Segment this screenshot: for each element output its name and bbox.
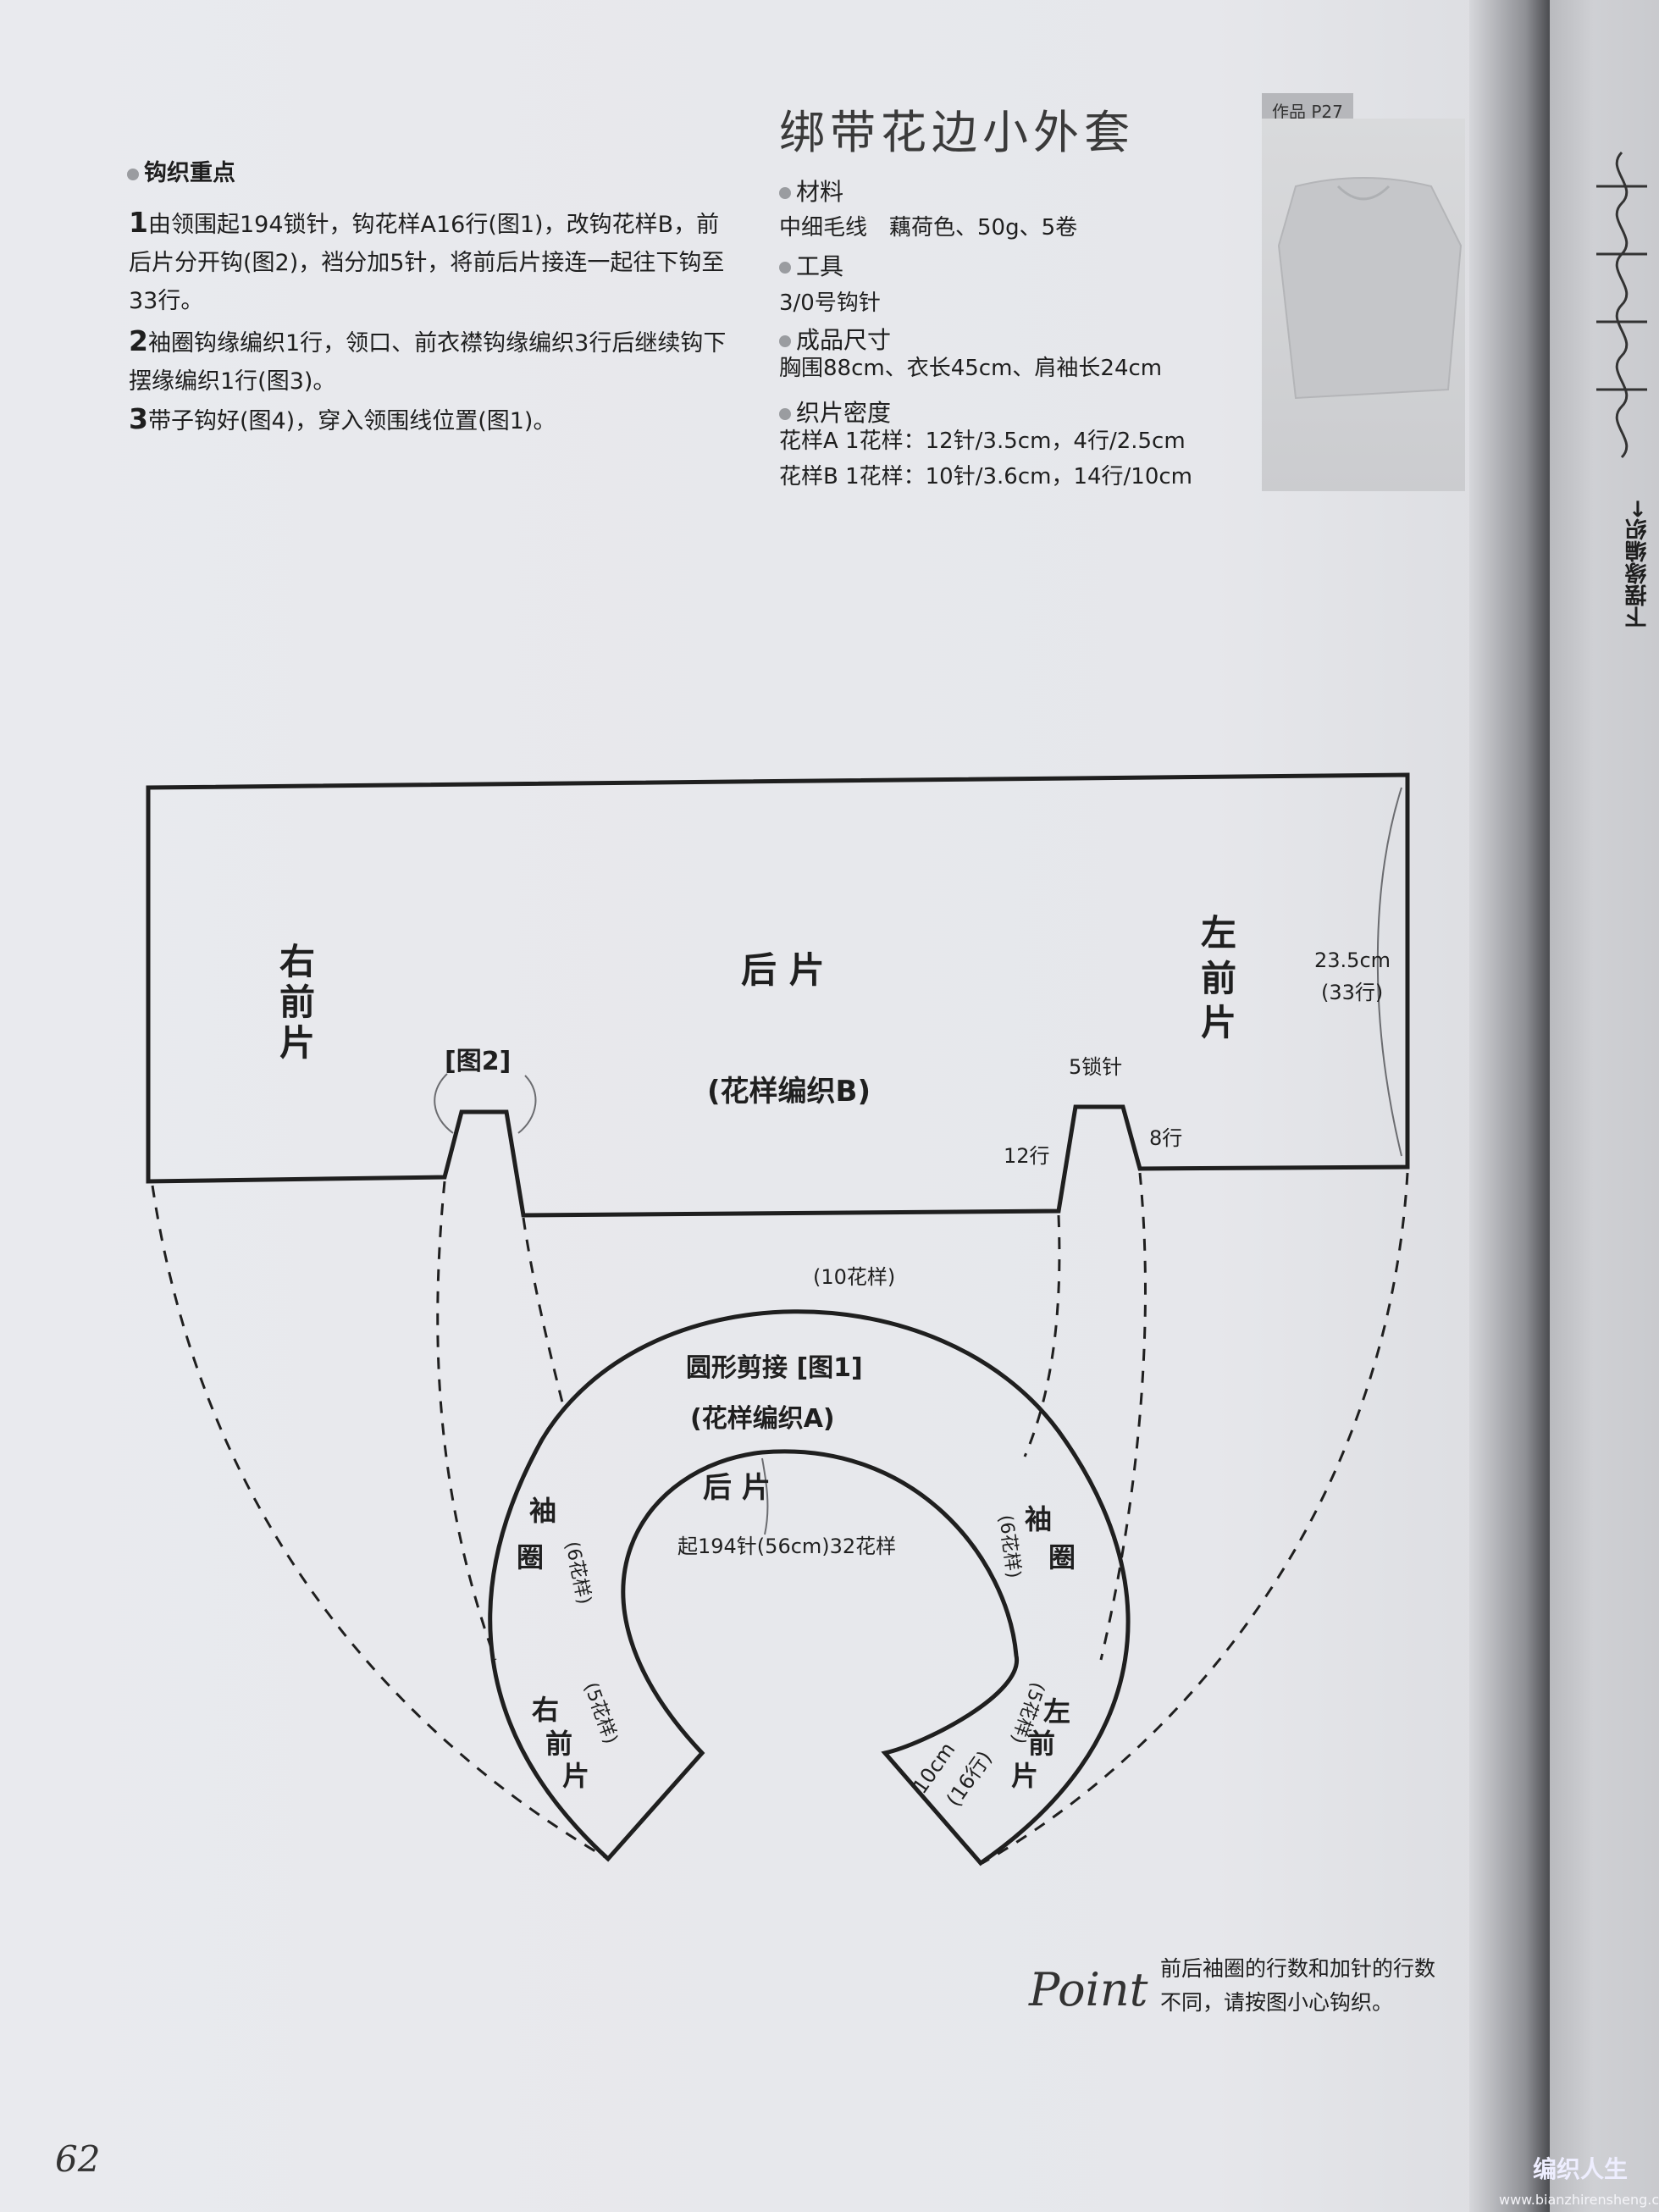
- tools-heading: 工具: [779, 248, 843, 282]
- pattern-diagram: 右 前 片 后 片 左 前 片 后 片 (花样编织B) 圆形剪接 [图1] (花…: [146, 772, 1410, 1866]
- body-outline: [146, 772, 1410, 1218]
- step-1: 1由领围起194锁针，钩花样A16行(图1)，改钩花样B，前后片分开钩(图2)，…: [129, 203, 738, 320]
- watermark-url: www.bianzhirensheng.com: [1499, 2192, 1659, 2208]
- left-front-small-char-3: 片: [1011, 1760, 1038, 1792]
- step-number: 1: [129, 206, 148, 239]
- diagram-labels: 右 前 片 后 片 左 前 片 后 片: [279, 912, 1236, 1505]
- start-arrow: [761, 1457, 769, 1535]
- front-hem-dash-right: [982, 1172, 1409, 1865]
- back-repeats-label: (10花样): [813, 1265, 895, 1289]
- armhole-dash-right-2: [1099, 1172, 1147, 1661]
- next-page-edge: [1550, 0, 1659, 2212]
- armhole-dash-right: [1023, 1214, 1061, 1457]
- step-text: 袖圈钩缘编织1行，领口、前衣襟钩缘编织3行后继续钩下摆缘编织1行(图3)。: [129, 330, 727, 395]
- right-front-small-repeats: (5花样): [579, 1680, 621, 1747]
- gauge-a: 花样A 1花样：12针/3.5cm，4行/2.5cm: [779, 429, 1186, 454]
- sleeve-left-char-1: 袖: [529, 1495, 556, 1527]
- step-number: 2: [129, 324, 148, 357]
- yoke-label: 圆形剪接 [图1]: [686, 1353, 863, 1383]
- tools-text: 3/0号钩针: [779, 290, 881, 316]
- sleeve-right-char-2: 圈: [1048, 1541, 1076, 1573]
- left-front-small-char-2: 前: [1028, 1728, 1055, 1760]
- armhole-dash-left-2: [522, 1217, 565, 1407]
- right-front-small-char-1: 右: [532, 1694, 559, 1726]
- pattern-b-label: (花样编织B): [707, 1075, 871, 1109]
- length-rows-label: (33行): [1321, 981, 1383, 1004]
- next-page-stitch-chart: [1596, 151, 1647, 459]
- gauge-b: 花样B 1花样：10针/3.6cm，14行/10cm: [779, 464, 1193, 489]
- pattern-a-label: (花样编织A): [690, 1404, 835, 1434]
- sleeve-right-char-1: 袖: [1025, 1503, 1052, 1535]
- fig2-label: [图2]: [445, 1047, 511, 1076]
- garment-photo-image: [1277, 177, 1463, 400]
- step-text: 由领围起194锁针，钩花样A16行(图1)，改钩花样B，前后片分开钩(图2)，裆…: [129, 212, 725, 314]
- step-number: 3: [129, 402, 148, 435]
- right-front-small-char-2: 前: [545, 1728, 572, 1760]
- material-heading: 材料: [779, 174, 843, 207]
- rows-12-label: 12行: [1004, 1144, 1050, 1168]
- material-text: 中细毛线 藕荷色、50g、5卷: [779, 215, 1078, 241]
- step-2: 2袖圈钩缘编织1行，领口、前衣襟钩缘编织3行后继续钩下摆缘编织1行(图3)。: [129, 322, 738, 401]
- rows-8-label: 8行: [1149, 1126, 1182, 1150]
- bullet-icon: [779, 262, 791, 274]
- next-page-side-text: 下摆缘编织←: [1625, 500, 1651, 628]
- point-heading: Point: [1029, 1963, 1148, 2016]
- garment-photo: [1262, 119, 1465, 491]
- start-chain-label: 起194针(56cm)32花样: [677, 1535, 896, 1558]
- back-piece-label: 后 片: [741, 949, 825, 991]
- bullet-icon: [779, 187, 791, 199]
- point-text: 前后袖圈的行数和加针的行数不同，请按图小心钩织。: [1160, 1956, 1436, 2015]
- yoke-outline: [488, 1309, 1131, 1866]
- sleeve-right-repeats: (6花样): [994, 1513, 1024, 1579]
- sleeve-left-repeats: (6花样): [561, 1540, 594, 1606]
- right-front-char-3: 片: [279, 1022, 315, 1064]
- gauge-heading: 织片密度: [779, 395, 891, 429]
- step-3: 3带子钩好(图4)，穿入领围线位置(图1)。: [129, 400, 738, 440]
- page-number: 62: [55, 2138, 101, 2180]
- right-front-small-char-3: 片: [562, 1760, 589, 1792]
- chain-5-label: 5锁针: [1069, 1055, 1122, 1079]
- right-edge-bracket: [1376, 787, 1402, 1157]
- step-text: 带子钩好(图4)，穿入领围线位置(图1)。: [147, 408, 556, 434]
- back-lower-label: 后 片: [703, 1471, 771, 1505]
- key-points-heading: 钩织重点: [127, 154, 235, 187]
- left-front-char-2: 前: [1201, 958, 1236, 999]
- size-text: 胸围88cm、衣长45cm、肩袖长24cm: [779, 356, 1163, 381]
- left-front-small-char-1: 左: [1043, 1695, 1070, 1728]
- right-front-char-2: 前: [279, 982, 315, 1023]
- bullet-icon: [779, 408, 791, 420]
- armhole-dash-left: [436, 1181, 497, 1661]
- bullet-icon: [779, 335, 791, 347]
- sleeve-left-char-2: 圈: [517, 1541, 544, 1573]
- bullet-icon: [127, 168, 139, 180]
- left-front-char-3: 片: [1201, 1002, 1236, 1043]
- watermark-logo: 编织人生: [1533, 2155, 1629, 2183]
- size-heading: 成品尺寸: [779, 322, 891, 356]
- left-front-char-1: 左: [1201, 912, 1236, 954]
- length-label: 23.5cm: [1314, 948, 1391, 972]
- book-gutter: [1469, 0, 1550, 2212]
- front-hem-dash-left: [151, 1185, 609, 1861]
- page-title: 绑带花边小外套: [779, 106, 1135, 159]
- arrow-right-fig2: [517, 1075, 537, 1134]
- arrow-left-fig2: [434, 1073, 454, 1134]
- right-front-char-1: 右: [279, 941, 315, 982]
